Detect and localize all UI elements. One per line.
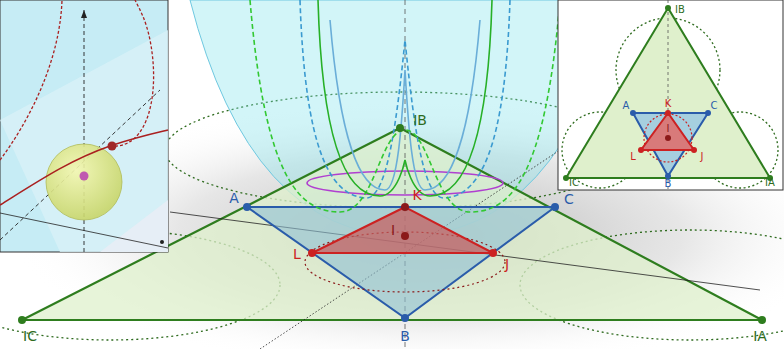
vertex-label: B	[400, 329, 410, 343]
point-label: K	[412, 188, 421, 202]
inset-vertex-label: A	[623, 101, 630, 111]
inset-point-label: K	[665, 99, 672, 109]
inset-vertex-label: B	[665, 179, 672, 189]
incenter-label: I	[391, 223, 395, 237]
point-label: L	[293, 247, 301, 261]
inset-excenter-label: IA	[765, 178, 775, 188]
inset-point-label: J	[701, 152, 704, 162]
excenter-label: IB	[413, 113, 427, 127]
inset-point-label: L	[630, 152, 636, 162]
excenter-label: IC	[23, 329, 37, 343]
inset-incenter-label: I	[667, 124, 670, 134]
inset-excenter-label: IC	[569, 178, 579, 188]
vertex-label: A	[229, 191, 239, 205]
inset-vertex-label: C	[711, 101, 718, 111]
vertex-label: C	[564, 192, 574, 206]
point-label: J	[505, 257, 509, 271]
excenter-label: IA	[753, 329, 767, 343]
inset-excenter-label: IB	[675, 5, 685, 15]
